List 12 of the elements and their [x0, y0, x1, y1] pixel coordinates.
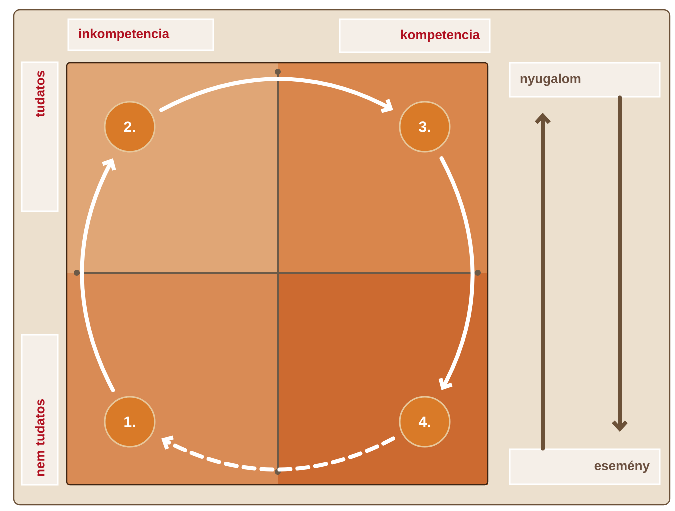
label-box: kompetencia — [339, 18, 491, 54]
arrow — [162, 436, 396, 472]
arrow — [438, 156, 475, 390]
arrow — [535, 113, 551, 451]
arrow — [612, 96, 628, 432]
label-box: nem tudatos — [21, 334, 59, 486]
arrow — [80, 158, 116, 392]
label-box: inkompetencia — [68, 18, 214, 52]
label-box: esemény — [509, 448, 661, 486]
label-box: nyugalom — [509, 62, 661, 98]
label-box: tudatos — [21, 62, 59, 212]
arrow — [160, 77, 394, 114]
